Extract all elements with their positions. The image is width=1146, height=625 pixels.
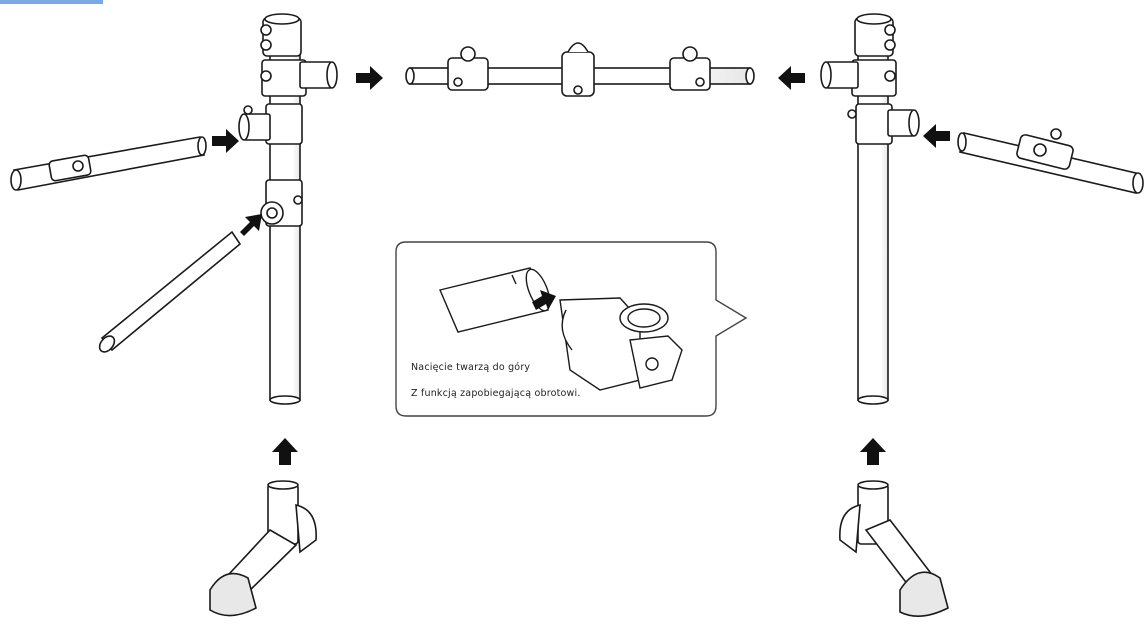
left-arm xyxy=(10,136,207,191)
arrow-icon xyxy=(212,129,239,153)
left-foot xyxy=(209,480,317,617)
left-diagonal-tube xyxy=(98,230,242,353)
callout-note-anti-rotation: Z funkcją zapobiegającą obrotowi. xyxy=(411,388,581,399)
left-post-assembly xyxy=(238,13,338,405)
right-post-assembly xyxy=(820,13,920,405)
arrow-icon xyxy=(356,66,383,90)
arrow-icon xyxy=(272,438,298,465)
callout-box xyxy=(395,241,748,417)
corner-tab xyxy=(0,0,103,4)
right-arm xyxy=(957,128,1144,194)
arrow-icon xyxy=(778,66,805,90)
arrow-icon xyxy=(532,290,556,310)
callout-note-orientation: Nacięcie twarzą do góry xyxy=(411,362,531,373)
right-foot xyxy=(839,480,949,617)
arrow-icon xyxy=(240,214,262,236)
arrow-icon xyxy=(923,124,950,148)
arrow-icon xyxy=(860,438,886,465)
top-crossbar xyxy=(405,42,755,97)
